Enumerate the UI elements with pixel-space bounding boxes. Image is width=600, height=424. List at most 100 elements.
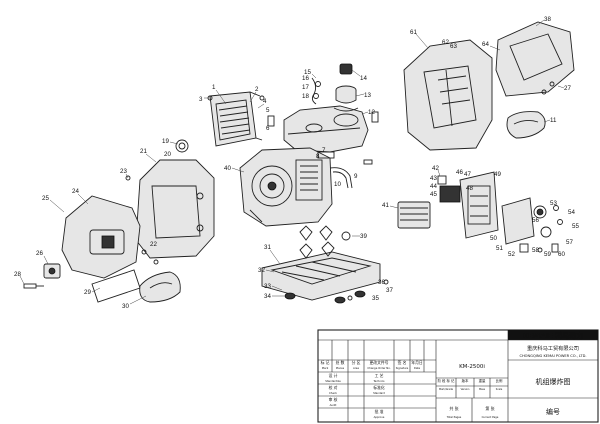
- callout-50: 50: [490, 235, 497, 242]
- part-engine: [239, 147, 333, 227]
- callout-1: 1: [212, 84, 227, 105]
- svg-text:设 计: 设 计: [329, 373, 338, 378]
- svg-text:21: 21: [140, 148, 147, 155]
- svg-text:45: 45: [430, 191, 437, 198]
- svg-text:54: 54: [568, 209, 575, 216]
- svg-text:13: 13: [364, 92, 371, 99]
- callout-27: 27: [557, 85, 571, 92]
- svg-text:24: 24: [72, 188, 79, 195]
- callout-13: 13: [355, 92, 371, 99]
- svg-text:Total Pages: Total Pages: [447, 415, 462, 419]
- svg-text:14: 14: [360, 75, 367, 82]
- part-right-side-cover: [495, 21, 575, 97]
- svg-text:16: 16: [302, 75, 309, 82]
- callout-21: 21: [140, 148, 157, 163]
- svg-text:52: 52: [508, 251, 515, 258]
- svg-text:Mass: Mass: [479, 388, 486, 391]
- part-control-frame: [459, 171, 499, 239]
- company-name-en: CHONGQING KEMAI POWER CO., LTD.: [519, 354, 586, 358]
- svg-text:Signature: Signature: [396, 366, 409, 370]
- svg-text:6: 6: [266, 125, 270, 132]
- svg-text:44: 44: [430, 183, 437, 190]
- callout-43: 43: [430, 175, 437, 182]
- svg-text:10: 10: [334, 181, 341, 188]
- svg-text:51: 51: [496, 245, 503, 252]
- callout-31: 31: [264, 244, 281, 265]
- title-block: KEMAIE 科马动力 重庆科马工贸有限公司 CHONGQING KEMAI P…: [317, 329, 599, 423]
- svg-text:Mark/Grade: Mark/Grade: [439, 388, 454, 391]
- callout-26: 26: [36, 250, 49, 265]
- part-fuel-tank: [283, 105, 369, 153]
- svg-text:33: 33: [264, 283, 271, 290]
- callout-62: 62: [442, 39, 449, 46]
- callout-63: 63: [450, 43, 457, 50]
- callout-37: 37: [386, 287, 393, 294]
- drawing-code-label: 编号: [546, 407, 560, 416]
- svg-text:Places: Places: [336, 366, 345, 370]
- callout-38: 38: [535, 16, 551, 27]
- callout-58: 58: [532, 247, 539, 254]
- svg-text:2: 2: [255, 86, 259, 93]
- callout-14: 14: [351, 69, 367, 82]
- svg-text:30: 30: [122, 303, 129, 310]
- callout-28: 28: [14, 271, 25, 285]
- svg-text:Standard: Standard: [373, 391, 385, 395]
- callout-18: 18: [302, 93, 309, 100]
- svg-text:64: 64: [482, 41, 489, 48]
- svg-text:审 核: 审 核: [329, 397, 338, 402]
- svg-text:32: 32: [258, 267, 265, 274]
- svg-text:61: 61: [410, 29, 417, 36]
- svg-text:41: 41: [382, 202, 389, 209]
- callout-4: 4: [257, 98, 267, 109]
- svg-text:11: 11: [550, 117, 557, 124]
- svg-text:59: 59: [544, 251, 551, 258]
- callout-30: 30: [122, 295, 147, 310]
- part-control-face: [501, 197, 563, 253]
- callout-39: 39: [352, 233, 367, 240]
- callout-24: 24: [72, 188, 89, 205]
- part-fuel-cap: [333, 63, 359, 112]
- svg-text:批 准: 批 准: [375, 409, 384, 414]
- callout-52: 52: [508, 251, 515, 258]
- svg-text:Area: Area: [353, 366, 359, 370]
- svg-text:Version: Version: [461, 388, 470, 391]
- svg-text:Audit: Audit: [330, 403, 337, 407]
- callout-20: 20: [164, 151, 171, 158]
- callout-45: 45: [430, 191, 437, 198]
- svg-text:3: 3: [199, 96, 203, 103]
- callout-42: 42: [432, 165, 441, 177]
- svg-text:第 张: 第 张: [485, 405, 494, 411]
- svg-text:63: 63: [450, 43, 457, 50]
- svg-text:标准化: 标准化: [373, 385, 385, 390]
- callout-33: 33: [264, 283, 283, 291]
- part-fasteners: [125, 81, 555, 301]
- part-side-handle: [506, 111, 546, 139]
- callout-55: 55: [572, 223, 579, 230]
- svg-text:Standardize: Standardize: [325, 379, 341, 383]
- svg-text:37: 37: [386, 287, 393, 294]
- part-inverter-panel: [397, 175, 461, 229]
- svg-text:年月日: 年月日: [411, 360, 423, 365]
- part-front-grille: [209, 91, 263, 147]
- svg-text:工 艺: 工 艺: [375, 373, 384, 378]
- part-outlet-plate: [23, 263, 61, 289]
- svg-text:Date: Date: [414, 366, 421, 370]
- callout-8: 8: [316, 153, 320, 160]
- svg-text:1: 1: [212, 84, 216, 91]
- callout-7: 7: [322, 147, 326, 154]
- callout-40: 40: [224, 165, 245, 173]
- svg-text:42: 42: [432, 165, 439, 172]
- part-exhaust-pipe: [329, 167, 353, 189]
- svg-text:27: 27: [564, 85, 571, 92]
- brand-logo: KEMAIE 科马动力: [523, 331, 583, 340]
- part-left-side-panel: [135, 159, 215, 259]
- svg-text:50: 50: [490, 235, 497, 242]
- svg-text:阶 段 标 记: 阶 段 标 记: [438, 378, 455, 383]
- svg-text:共 张: 共 张: [449, 405, 458, 411]
- svg-text:校 对: 校 对: [329, 385, 338, 390]
- callout-59: 59: [544, 251, 551, 258]
- drawing-title: 机组爆炸图: [536, 377, 571, 386]
- callout-3: 3: [199, 96, 210, 103]
